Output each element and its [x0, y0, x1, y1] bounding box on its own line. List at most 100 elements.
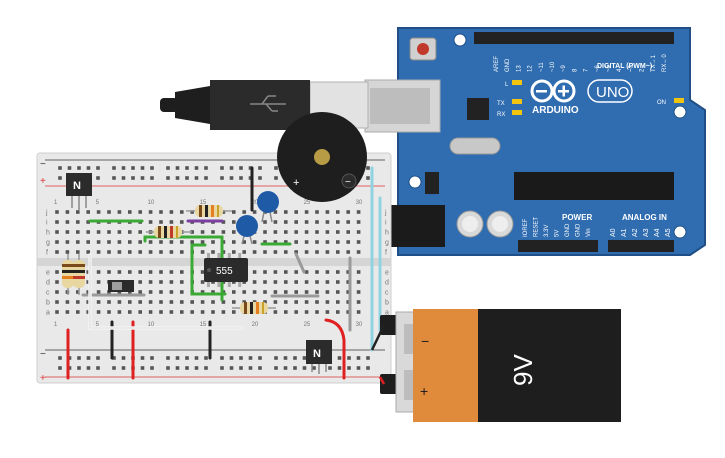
- breadboard-hole[interactable]: [86, 220, 90, 224]
- rail-hole[interactable]: [283, 356, 288, 360]
- breadboard-hole[interactable]: [96, 270, 101, 274]
- breadboard-hole[interactable]: [294, 240, 298, 244]
- breadboard-hole[interactable]: [304, 280, 309, 284]
- breadboard-hole[interactable]: [211, 230, 215, 234]
- breadboard-hole[interactable]: [169, 240, 174, 244]
- breadboard-hole[interactable]: [273, 280, 278, 284]
- rail-hole[interactable]: [239, 176, 243, 180]
- breadboard-hole[interactable]: [138, 230, 142, 234]
- rail-hole[interactable]: [96, 176, 100, 180]
- breadboard-hole[interactable]: [346, 240, 350, 244]
- breadboard-hole[interactable]: [273, 240, 278, 244]
- breadboard-hole[interactable]: [96, 240, 101, 244]
- breadboard-hole[interactable]: [284, 280, 288, 284]
- breadboard-hole[interactable]: [107, 310, 111, 314]
- breadboard-hole[interactable]: [55, 310, 59, 314]
- rail-hole[interactable]: [220, 176, 224, 180]
- breadboard-hole[interactable]: [159, 290, 163, 294]
- breadboard-hole[interactable]: [304, 240, 309, 244]
- breadboard-hole[interactable]: [55, 240, 59, 244]
- rail-hole[interactable]: [366, 366, 370, 370]
- rail-hole[interactable]: [150, 356, 154, 360]
- breadboard-hole[interactable]: [284, 220, 288, 224]
- breadboard-hole[interactable]: [336, 220, 340, 224]
- breadboard-hole[interactable]: [76, 240, 80, 244]
- breadboard-hole[interactable]: [221, 300, 226, 304]
- rail-hole[interactable]: [239, 366, 243, 370]
- breadboard-hole[interactable]: [138, 270, 142, 274]
- rail-hole[interactable]: [96, 366, 100, 370]
- breadboard-hole[interactable]: [346, 280, 350, 284]
- resistor-1[interactable]: [186, 205, 232, 217]
- breadboard-hole[interactable]: [325, 250, 330, 254]
- rail-hole[interactable]: [67, 166, 72, 170]
- ceramic-capacitor-2[interactable]: [236, 215, 258, 245]
- resistor-2[interactable]: [146, 226, 192, 238]
- breadboard-hole[interactable]: [294, 270, 298, 274]
- rail-hole[interactable]: [112, 356, 116, 360]
- breadboard-hole[interactable]: [356, 210, 361, 214]
- breadboard-hole[interactable]: [304, 250, 309, 254]
- breadboard-hole[interactable]: [346, 270, 350, 274]
- rail-hole[interactable]: [166, 366, 170, 370]
- breadboard-hole[interactable]: [180, 220, 184, 224]
- rail-hole[interactable]: [166, 176, 170, 180]
- breadboard-hole[interactable]: [117, 270, 122, 274]
- breadboard-hole[interactable]: [55, 290, 59, 294]
- breadboard-hole[interactable]: [242, 210, 246, 214]
- rail-hole[interactable]: [194, 366, 199, 370]
- breadboard-hole[interactable]: [55, 300, 59, 304]
- breadboard-hole[interactable]: [200, 300, 205, 304]
- breadboard-hole[interactable]: [284, 290, 288, 294]
- breadboard-hole[interactable]: [138, 250, 142, 254]
- rail-hole[interactable]: [239, 166, 243, 170]
- breadboard-hole[interactable]: [200, 270, 205, 274]
- breadboard-hole[interactable]: [138, 210, 142, 214]
- breadboard-hole[interactable]: [315, 280, 319, 284]
- breadboard-hole[interactable]: [273, 300, 278, 304]
- rail-hole[interactable]: [86, 166, 91, 170]
- breadboard-hole[interactable]: [180, 290, 184, 294]
- breadboard-hole[interactable]: [273, 210, 278, 214]
- rail-hole[interactable]: [166, 166, 170, 170]
- rail-hole[interactable]: [194, 166, 199, 170]
- breadboard-hole[interactable]: [76, 210, 80, 214]
- rail-hole[interactable]: [312, 366, 316, 370]
- rail-hole[interactable]: [112, 176, 116, 180]
- breadboard-hole[interactable]: [107, 210, 111, 214]
- breadboard-hole[interactable]: [148, 310, 153, 314]
- breadboard-hole[interactable]: [200, 280, 205, 284]
- breadboard-hole[interactable]: [304, 310, 309, 314]
- breadboard-hole[interactable]: [169, 250, 174, 254]
- breadboard-hole[interactable]: [190, 300, 194, 304]
- rail-hole[interactable]: [258, 166, 262, 170]
- rail-hole[interactable]: [121, 366, 126, 370]
- resistor-4[interactable]: [62, 254, 74, 295]
- breadboard-hole[interactable]: [304, 300, 309, 304]
- rail-hole[interactable]: [140, 366, 145, 370]
- breadboard-hole[interactable]: [180, 270, 184, 274]
- breadboard-hole[interactable]: [117, 250, 122, 254]
- rail-hole[interactable]: [220, 366, 224, 370]
- npn-transistor-1[interactable]: N: [66, 173, 92, 210]
- rail-hole[interactable]: [121, 166, 126, 170]
- breadboard-hole[interactable]: [65, 210, 70, 214]
- breadboard-hole[interactable]: [336, 290, 340, 294]
- breadboard-hole[interactable]: [304, 270, 309, 274]
- rail-hole[interactable]: [337, 366, 342, 370]
- power-pin-header[interactable]: [518, 240, 598, 252]
- breadboard-hole[interactable]: [294, 220, 298, 224]
- breadboard-hole[interactable]: [107, 230, 111, 234]
- breadboard-hole[interactable]: [96, 250, 101, 254]
- breadboard-hole[interactable]: [128, 270, 132, 274]
- breadboard-hole[interactable]: [138, 290, 142, 294]
- breadboard-hole[interactable]: [86, 250, 90, 254]
- breadboard-hole[interactable]: [96, 310, 101, 314]
- rail-hole[interactable]: [248, 366, 253, 370]
- breadboard-hole[interactable]: [148, 220, 153, 224]
- rail-hole[interactable]: [185, 176, 189, 180]
- breadboard-hole[interactable]: [148, 290, 153, 294]
- breadboard-hole[interactable]: [200, 240, 205, 244]
- breadboard-hole[interactable]: [232, 220, 236, 224]
- rail-hole[interactable]: [293, 356, 297, 360]
